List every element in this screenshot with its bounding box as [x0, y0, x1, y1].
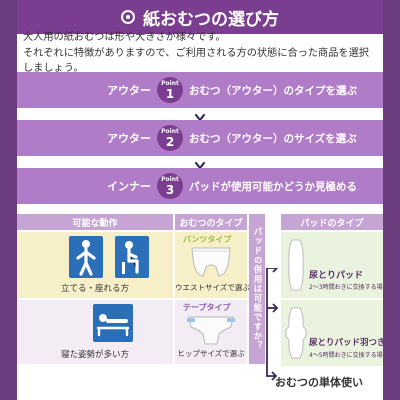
intro-line-1: 大人用の紙おむつは形や大きさが様々です。: [23, 32, 226, 43]
info-circle-icon: [121, 10, 135, 24]
pad-cell-winged: 尿とりパッド羽つき 4〜5時間おきに交換する場合: [281, 300, 383, 366]
step-3-text: パッドが使用可能かどうか見極める: [189, 180, 357, 193]
diaper-cell-pants: パンツタイプ ウエストサイズで選ぶ: [175, 232, 250, 298]
title-bar: 紙おむつの選び方: [17, 0, 383, 34]
step-2-label: アウター: [107, 132, 151, 145]
connector-arrows: [266, 268, 279, 381]
tape-size-note: ヒップサイズで選ぶ: [177, 349, 245, 358]
header-pad-type: パッドのタイプ: [281, 214, 383, 230]
lying-person-icon: [93, 304, 133, 342]
point-2-number: 2: [165, 134, 175, 149]
sitting-person-icon: [115, 236, 149, 278]
point-1-word: Point: [161, 79, 179, 87]
intro-line-2: それぞれに特徴がありますので、ご利用される方の状態に合った商品を選択: [23, 47, 369, 59]
point-3-number: 3: [165, 182, 175, 197]
step-2-text: おむつ（アウター）のサイズを選ぶ: [189, 132, 357, 145]
winged-pad-icon: [285, 307, 307, 359]
intro-line-3: しましょう。: [23, 63, 84, 74]
step-1-label: アウター: [107, 84, 151, 97]
intro-text: 大人用の紙おむつは形や大きさが様々です。 それぞれに特徴がありますので、ご利用さ…: [23, 30, 379, 77]
point-1-badge: Point 1: [157, 77, 183, 103]
pad-question-bar: パッドの併用は可能ですか？: [249, 214, 265, 364]
pants-size-note: ウエストサイズで選ぶ: [175, 283, 250, 292]
page-content: 紙おむつの選び方 大人用の紙おむつは形や大きさが様々です。 それぞれに特徴があり…: [17, 0, 383, 400]
header-actions: 可能な動作: [17, 214, 173, 230]
step-3-label: インナー: [107, 180, 151, 193]
tape-type-tag: テープタイプ: [183, 303, 231, 312]
point-2-badge: Point 2: [157, 125, 183, 151]
pad-note-winged: 4〜5時間おきに交換する場合: [309, 352, 383, 359]
pad-note-basic: 2〜3時間おきに交換する場合: [309, 284, 383, 291]
pad-cell-basic: 尿とりパッド 2〜3時間おきに交換する場合: [281, 232, 383, 298]
single-use-label: おむつの単体使い: [275, 376, 363, 389]
point-2-word: Point: [161, 127, 179, 135]
step-1-bar: アウター Point 1 おむつ（アウター）のタイプを選ぶ: [17, 72, 383, 108]
pad-icon: [288, 239, 304, 291]
point-3-word: Point: [161, 175, 179, 183]
step-1-text: おむつ（アウター）のタイプを選ぶ: [189, 84, 357, 97]
pants-diaper-icon: [191, 247, 231, 277]
point-1-number: 1: [165, 86, 175, 101]
standing-person-icon: [69, 236, 103, 278]
step-2-bar: アウター Point 2 おむつ（アウター）のサイズを選ぶ: [17, 120, 383, 156]
step-3-bar: インナー Point 3 パッドが使用可能かどうか見極める: [17, 168, 383, 204]
action-cell-lying: 寝た姿勢が多い方: [17, 300, 173, 364]
action-label-standing: 立てる・座れる方: [60, 284, 129, 294]
tape-diaper-icon: [187, 316, 235, 345]
point-3-badge: Point 3: [157, 173, 183, 199]
header-diaper-type: おむつのタイプ: [175, 214, 247, 230]
diaper-cell-tape: テープタイプ ヒップサイズで選ぶ: [175, 300, 247, 364]
action-label-lying: 寝た姿勢が多い方: [60, 350, 129, 360]
pants-type-tag: パンツタイプ: [183, 235, 232, 244]
page-title: 紙おむつの選び方: [143, 9, 279, 30]
action-cell-standing: 立てる・座れる方: [17, 232, 173, 298]
pad-name-basic: 尿とりパッド: [309, 271, 364, 281]
pad-name-winged: 尿とりパッド羽つき: [309, 338, 383, 348]
